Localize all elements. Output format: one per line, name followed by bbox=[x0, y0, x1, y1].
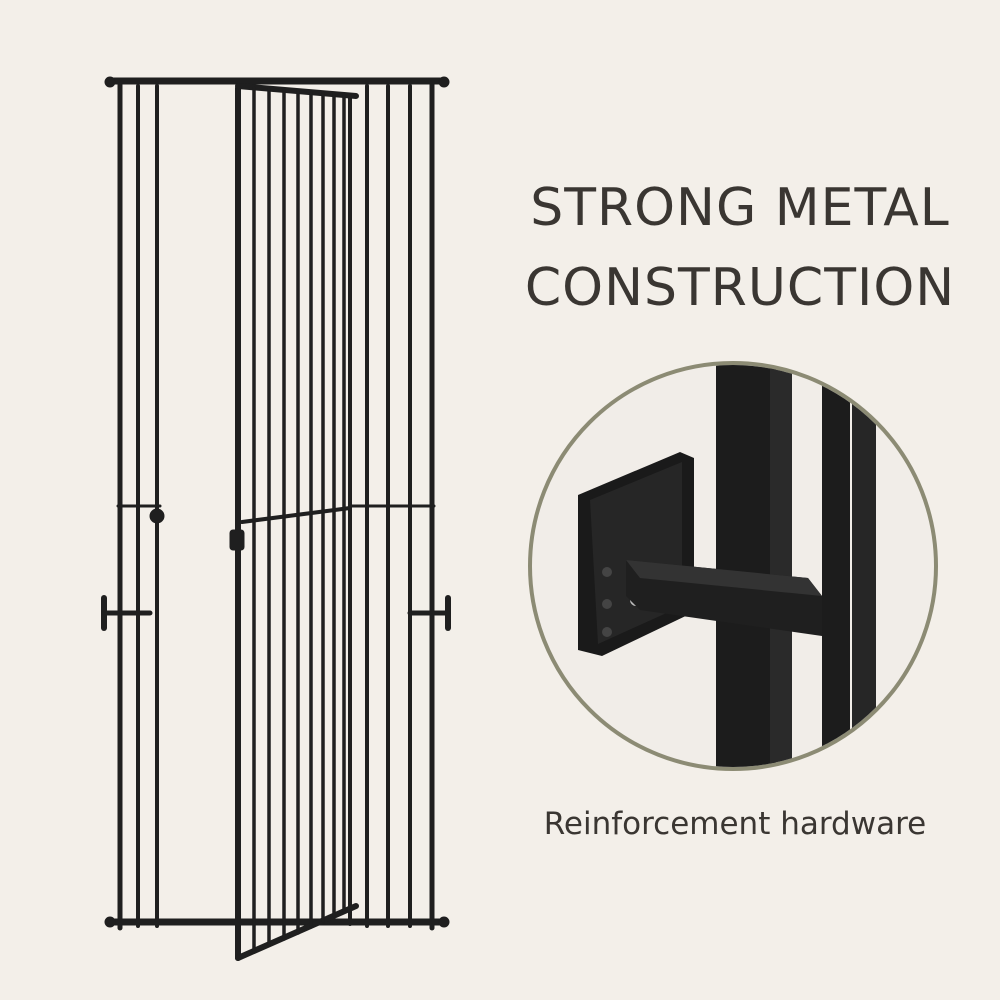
headline-line-1: STRONG METAL bbox=[530, 178, 950, 238]
headline-line-2: CONSTRUCTION bbox=[524, 258, 956, 318]
headline: STRONG METAL CONSTRUCTION bbox=[500, 168, 980, 328]
caption: Reinforcement hardware bbox=[543, 806, 927, 842]
gate-illustration bbox=[101, 76, 451, 961]
